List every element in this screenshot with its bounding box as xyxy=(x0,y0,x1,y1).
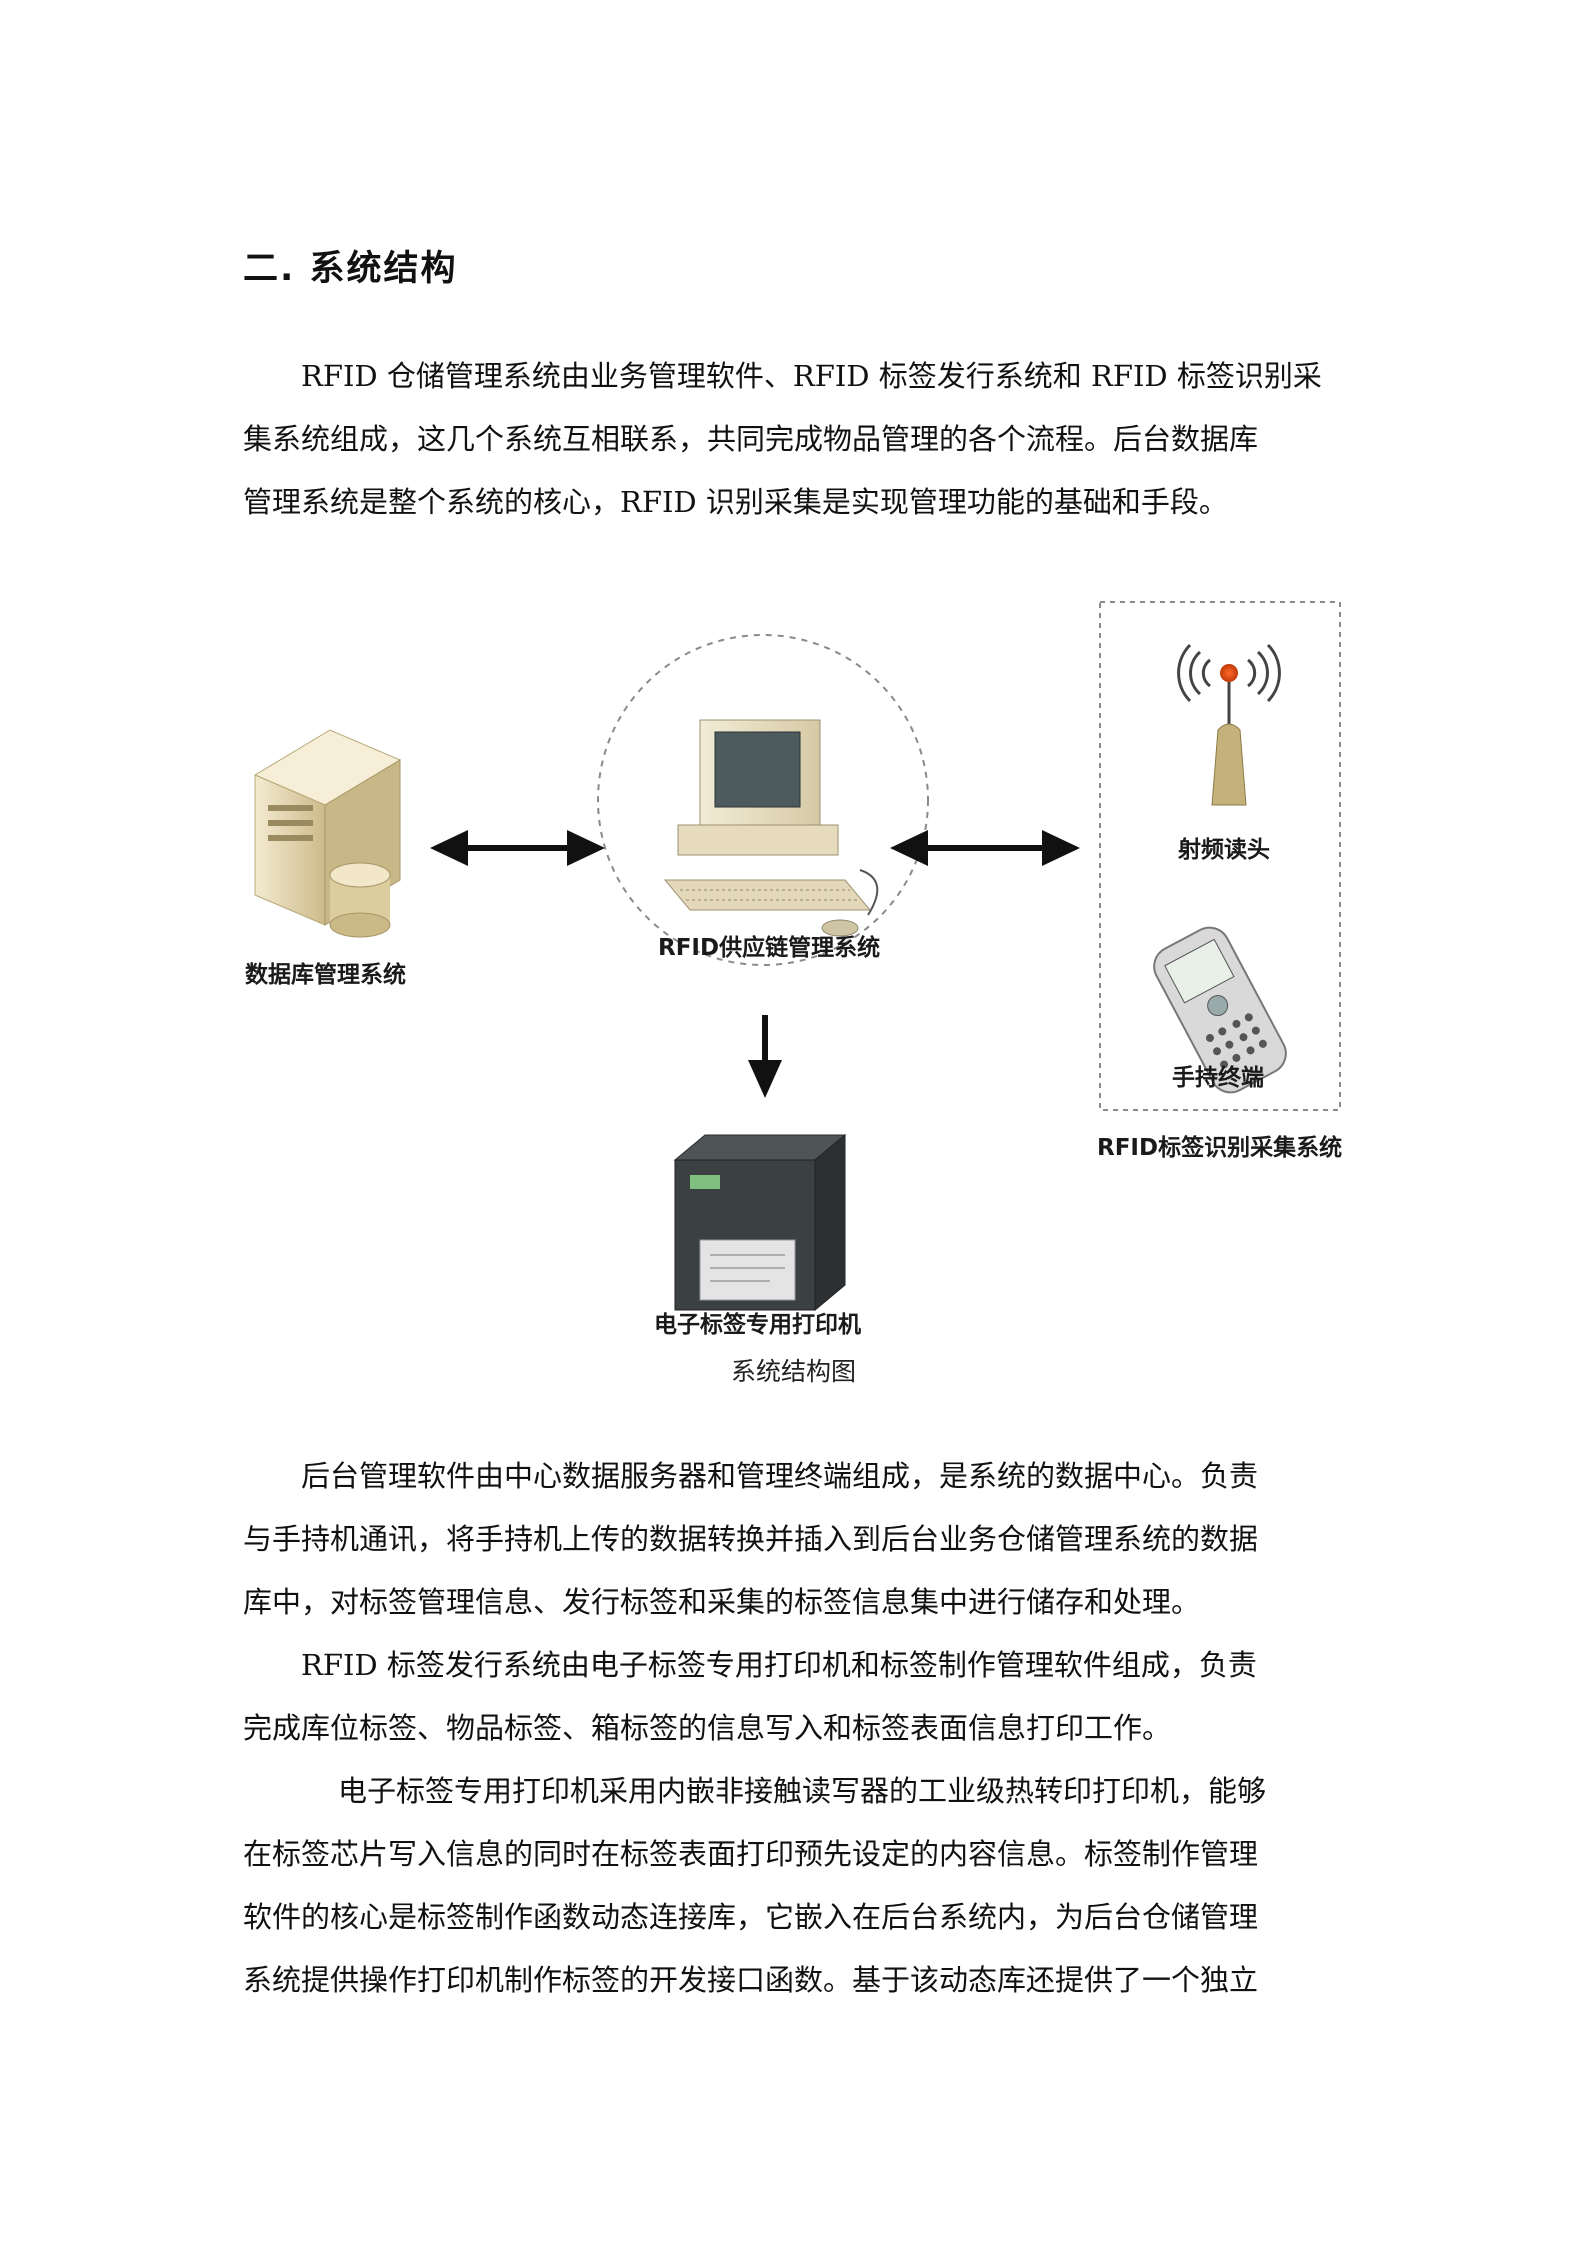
supply-chain-label: RFID供应链管理系统 xyxy=(658,935,881,961)
database-label: 数据库管理系统 xyxy=(245,962,406,988)
text-line: 集系统组成，这几个系统互相联系，共同完成物品管理的各个流程。后台数据库 xyxy=(243,422,1259,456)
database-server-icon xyxy=(253,729,402,938)
text-line: RFID 仓储管理系统由业务管理软件、RFID 标签发行系统和 RFID 标签识… xyxy=(301,359,1322,393)
text-line: 在标签芯片写入信息的同时在标签表面打印预先设定的内容信息。标签制作管理 xyxy=(243,1837,1259,1871)
rfid-collect-label: RFID标签识别采集系统 xyxy=(1097,1135,1343,1161)
rf-reader-label: 射频读头 xyxy=(1178,837,1270,863)
intro-paragraph: RFID 仓储管理系统由业务管理软件、RFID 标签发行系统和 RFID 标签识… xyxy=(243,345,1355,534)
handheld-terminal-icon xyxy=(1153,926,1287,1094)
text-line: 电子标签专用打印机采用内嵌非接触读写器的工业级热转印打印机，能够 xyxy=(338,1774,1267,1808)
body-paragraph-3: 电子标签专用打印机采用内嵌非接触读写器的工业级热转印打印机，能够 在标签芯片写入… xyxy=(243,1760,1355,2012)
text-line: 完成库位标签、物品标签、箱标签的信息写入和标签表面信息打印工作。 xyxy=(243,1711,1172,1745)
section-heading: 二. 系统结构 xyxy=(243,249,458,289)
text-line: 后台管理软件由中心数据服务器和管理终端组成，是系统的数据中心。负责 xyxy=(301,1459,1259,1493)
rfid-collect-boundary xyxy=(1099,601,1341,1111)
text-line: 与手持机通讯，将手持机上传的数据转换并插入到后台业务仓储管理系统的数据 xyxy=(243,1522,1259,1556)
text-line: 系统提供操作打印机制作标签的开发接口函数。基于该动态库还提供了一个独立 xyxy=(243,1963,1259,1997)
label-printer-icon xyxy=(673,1133,847,1312)
text-line: 软件的核心是标签制作函数动态连接库，它嵌入在后台系统内，为后台仓储管理 xyxy=(243,1900,1259,1934)
body-paragraph-2: RFID 标签发行系统由电子标签专用打印机和标签制作管理软件组成，负责 完成库位… xyxy=(243,1634,1355,1760)
text-line: 管理系统是整个系统的核心，RFID 识别采集是实现管理功能的基础和手段。 xyxy=(243,485,1228,519)
text-line: RFID 标签发行系统由电子标签专用打印机和标签制作管理软件组成，负责 xyxy=(301,1648,1257,1682)
bidirectional-arrow-left xyxy=(430,830,605,866)
computer-icon xyxy=(663,719,879,937)
down-arrow xyxy=(748,1015,782,1098)
handheld-label: 手持终端 xyxy=(1172,1065,1264,1091)
system-structure-diagram xyxy=(253,601,1341,1312)
printer-label: 电子标签专用打印机 xyxy=(654,1312,861,1338)
body-paragraph-1: 后台管理软件由中心数据服务器和管理终端组成，是系统的数据中心。负责 与手持机通讯… xyxy=(243,1445,1355,1634)
text-line: 库中，对标签管理信息、发行标签和采集的标签信息集中进行储存和处理。 xyxy=(243,1585,1201,1619)
bidirectional-arrow-right xyxy=(890,830,1080,866)
supply-chain-boundary xyxy=(597,634,929,966)
figure-caption: 系统结构图 xyxy=(730,1357,856,1386)
rf-reader-icon xyxy=(1177,643,1281,806)
